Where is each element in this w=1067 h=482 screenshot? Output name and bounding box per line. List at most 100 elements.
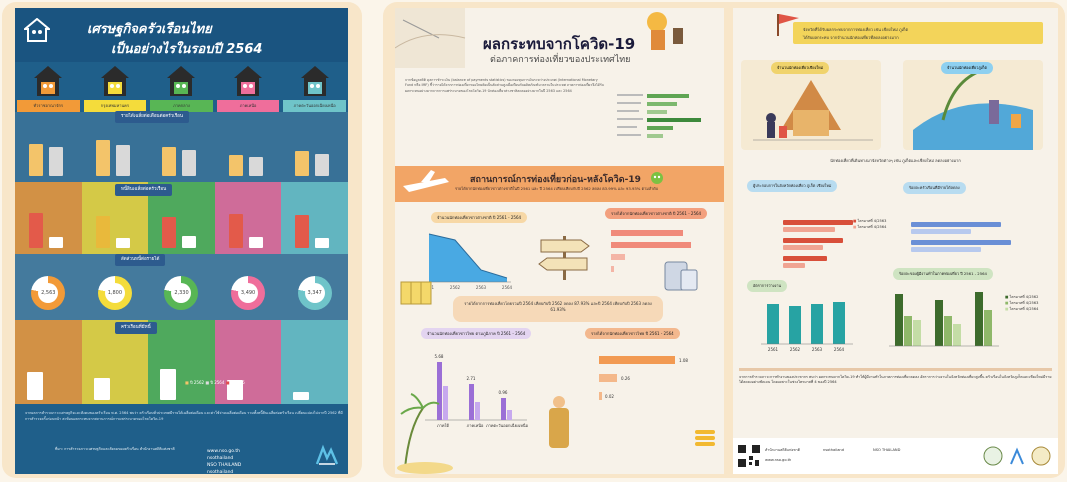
debt-bar [295, 214, 310, 248]
tick-label: ภาคใต้ [437, 423, 450, 428]
ratio-donut: 3,347 [297, 276, 332, 310]
row-band [148, 112, 215, 182]
footer-links: www.nso.go.th nsothailand NSO THAILAND n… [207, 448, 241, 474]
debt-bar [95, 215, 110, 248]
legend: ■ ปี 2562 ■ ปี 2564 ■ ปี 2565 [185, 380, 245, 385]
debt-bar-small [315, 237, 330, 248]
row-band [214, 112, 282, 182]
provinces-summary: นักท่องเที่ยวที่เดินทางมาจังหวัดต่างๆ เช… [830, 158, 961, 163]
house-family-icon [24, 18, 50, 42]
data-label: 5.68 [435, 354, 444, 359]
pill-thai-tourists: จำนวนนักท่องเที่ยวชาวไทย ตามภูมิภาค ปี 2… [421, 328, 532, 339]
income-bar-2562 [228, 155, 243, 176]
infographic-footer: สำนักงานสถิติแห่งชาติ nsothailand NSO TH… [733, 438, 1058, 474]
row-band [281, 320, 348, 404]
conclusion-paragraph: จากการสำรวจภาวะการทำงานของประชากร พบว่า … [739, 368, 1052, 428]
income-bar-2562 [95, 139, 110, 176]
airplane-icon [403, 170, 449, 192]
infographic-title: เศรษฐกิจครัวเรือนไทย [87, 22, 212, 37]
debt-bar [228, 213, 243, 248]
map-icon [400, 281, 432, 305]
caption-income-drop: ร้อยละครัวเรือนที่มีรายได้ลดลง [903, 182, 966, 194]
caption-employment: ร้อยละของผู้มีงานทำในภาคท่องเที่ยว ปี 25… [893, 268, 993, 280]
virus-icon [651, 172, 663, 184]
unemployment-bar-chart: 2561 2562 2563 2564 [761, 302, 853, 352]
household-bar [160, 369, 177, 400]
tick-label: 2564 [834, 347, 845, 352]
legend-item-2: ไตรมาสที่ 4/2564 [857, 225, 887, 229]
infographic-header: เศรษฐกิจครัวเรือนไทย เป็นอย่างไรในรอบปี … [15, 8, 348, 62]
row-label-ratio: สัดส่วนหนี้ต่อรายได้ [115, 254, 166, 266]
tick-label: 2563 [812, 347, 823, 352]
pill-foreign-tourists: จำนวนนักท่องเที่ยวชาวต่างชาติ ปี 2561 - … [431, 212, 528, 223]
house-icon [167, 66, 196, 96]
row-band [15, 112, 82, 182]
footer-illustration [397, 393, 715, 474]
nso-logo-icon [315, 444, 339, 465]
footer-summary: จากผลการสำรวจภาวะเศรษฐกิจและสังคมของครัว… [25, 411, 343, 421]
debt-bar-small [49, 236, 63, 248]
signpost-icon [538, 236, 590, 280]
qr-code-icon[interactable] [737, 444, 761, 468]
twitter-link[interactable]: nsothailand [207, 470, 234, 474]
income-bar-2564 [49, 147, 63, 176]
row-band [281, 182, 348, 254]
header-illustration [395, 8, 683, 68]
temple-illustration [753, 80, 873, 141]
facebook-link[interactable]: nsothailand [823, 448, 844, 452]
pill-thai-revenue: รายได้จากนักท่องเที่ยวชาวไทย ปี 2561 - 2… [585, 328, 680, 339]
infographic-footer: จากผลการสำรวจภาวะเศรษฐกิจและสังคมของครัว… [15, 406, 348, 474]
header-line-2: ได้รับผลกระทบ จากจำนวนนักท่องเที่ยวที่ลด… [803, 35, 899, 40]
covid-tourism-infographic[interactable]: ผลกระทบจากโควิด-19 ต่อภาคการท่องเที่ยวขอ… [395, 8, 724, 474]
ratio-donut: 2,563 [31, 276, 66, 310]
legend-item-2564: ปี 2564 [210, 380, 225, 385]
revenue-summary: รายได้จากการท่องเที่ยวโดยรวมปี 2564 เทีย… [453, 296, 663, 322]
tick-label: 2564 [502, 285, 513, 290]
legend-item-3: ไตรมาสที่ 4/2562 [1009, 295, 1039, 299]
web-link[interactable]: www.nso.go.th [765, 458, 792, 462]
tick-label: 2563 [476, 285, 487, 290]
house-icon [300, 66, 329, 96]
thai-revenue-bar-chart: 1.08 0.26 0.02 [599, 356, 688, 400]
donut-value: 1,800 [104, 283, 125, 303]
debt-bar-small [115, 237, 130, 248]
household-bar [293, 392, 310, 400]
debt-bar-small [248, 236, 263, 248]
region-header: กรุงเทพมหานคร [83, 100, 147, 112]
tourism-provinces-infographic[interactable]: จังหวัดที่ได้รับผลกระทบจากการท่องเที่ยว … [733, 8, 1058, 474]
line-link[interactable]: NSO THAILAND [873, 448, 901, 452]
donut-value: 2,563 [38, 283, 59, 303]
debt-bar [162, 216, 177, 248]
facebook-link[interactable]: nsothailand [207, 456, 234, 461]
ratio-donut: 2,330 [164, 276, 199, 310]
ratio-donut: 1,800 [97, 276, 132, 310]
thai-tourists-bar-chart: 5.68 2.71 0.96 ภาคใต้ ภาคเหนือ ภาคตะวันอ… [425, 354, 529, 428]
tick-label: 2562 [790, 347, 801, 352]
house-icon [100, 66, 129, 96]
row-label-debt: หนี้สินเฉลี่ยต่อครัวเรือน [115, 184, 173, 196]
data-label: 0.26 [621, 376, 630, 381]
luggage-icon [664, 261, 698, 291]
row-band [15, 182, 82, 254]
row-label-households: ครัวเรือนที่มีหนี้ [115, 322, 157, 334]
web-link[interactable]: www.nso.go.th [207, 449, 240, 454]
household-economy-infographic[interactable]: เศรษฐกิจครัวเรือนไทย เป็นอย่างไรในรอบปี … [15, 8, 348, 474]
footer-source: ที่มา: การสำรวจภาวะเศรษฐกิจและสังคมของคร… [55, 447, 175, 451]
legend-a: ■ ไตรมาสที่ 4/2563 ■ ไตรมาสที่ 4/2564 [853, 219, 887, 229]
donut-value: 2,330 [171, 283, 192, 303]
donut-value: 3,347 [304, 283, 325, 303]
line-link[interactable]: NSO THAILAND [207, 463, 242, 468]
data-label: 0.96 [499, 390, 508, 395]
header-line-1: จังหวัดที่ได้รับผลกระทบจากการท่องเที่ยว … [803, 27, 909, 32]
row-band [81, 112, 149, 182]
household-bar [93, 377, 110, 400]
band-title: สถานการณ์การท่องเที่ยวก่อน-หลังโควิด-19 [470, 175, 641, 185]
legend-item-5: ไตรมาสที่ 4/2564 [1009, 307, 1039, 311]
debt-bar-small [182, 235, 197, 248]
